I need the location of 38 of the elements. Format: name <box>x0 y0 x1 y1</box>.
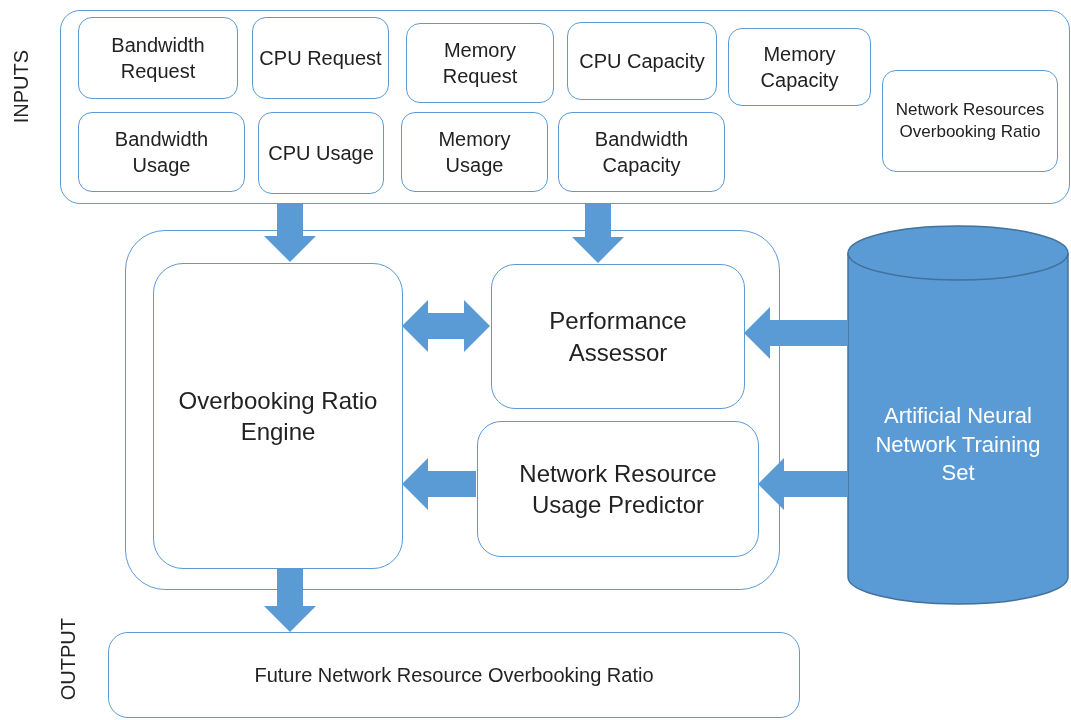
process-box <box>728 28 871 106</box>
box-label: Bandwidth Capacity <box>593 127 690 178</box>
box-label: CPU Capacity <box>578 49 706 74</box>
process-box <box>78 17 238 99</box>
box-label: CPU Usage <box>267 141 375 166</box>
process-box <box>153 263 403 569</box>
section-heading: OUTPUT <box>57 618 80 701</box>
box-label: Network Resources Overbooking Ratio <box>894 98 1046 143</box>
output-label: Future Network Resource Overbooking Ratio <box>253 663 655 688</box>
group-frame <box>125 230 780 590</box>
box-label: Performance Assessor <box>548 306 688 368</box>
process-box <box>491 264 745 409</box>
block-arrow <box>402 300 490 352</box>
block-arrow <box>264 204 316 262</box>
process-box <box>882 70 1058 172</box>
process-box <box>477 421 759 557</box>
box-label: Memory Usage <box>437 127 512 178</box>
process-box <box>406 23 554 103</box>
block-arrow <box>758 458 847 510</box>
block-arrow <box>744 307 847 359</box>
process-box <box>401 112 548 192</box>
box-label: Network Resource Usage Predictor <box>518 458 718 520</box>
section-heading: INPUTS <box>10 50 33 124</box>
box-label: Memory Capacity <box>759 42 840 93</box>
process-box <box>252 17 389 99</box>
box-label: Bandwidth Usage <box>113 127 210 178</box>
box-label: Overbooking Ratio Engine <box>177 385 379 447</box>
process-box <box>78 112 245 192</box>
database-label: Artificial Neural Network Training Set <box>874 402 1042 488</box>
process-box <box>558 112 725 192</box>
box-label: CPU Request <box>258 46 383 71</box>
block-arrow <box>572 204 624 263</box>
box-label: Memory Request <box>441 38 519 89</box>
block-arrow <box>402 458 476 510</box>
process-box <box>258 112 384 194</box>
process-box <box>567 22 717 100</box>
box-label: Bandwidth Request <box>110 33 206 84</box>
block-arrow <box>264 568 316 632</box>
